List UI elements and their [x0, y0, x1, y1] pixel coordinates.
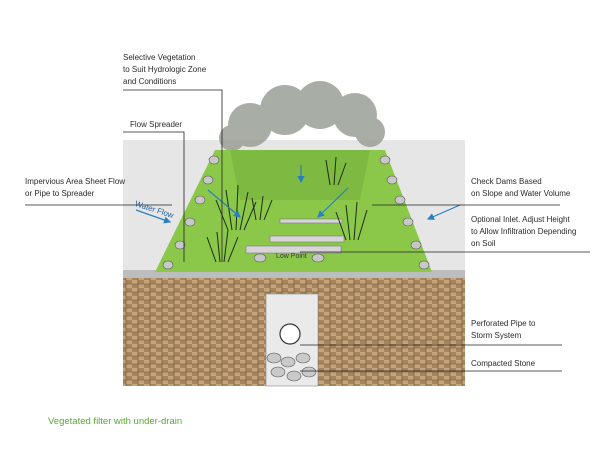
- check-dams: [245, 218, 345, 254]
- label-line: Optional Inlet. Adjust Height: [471, 215, 570, 224]
- label-line: and Conditions: [123, 77, 177, 86]
- label-selective-vegetation: Selective Vegetation to Suit Hydrologic …: [123, 52, 206, 88]
- perforated-pipe: [279, 323, 301, 345]
- figure-caption: Vegetated filter with under-drain: [48, 416, 183, 427]
- label-optional-inlet: Optional Inlet. Adjust Height to Allow I…: [471, 214, 576, 250]
- label-flow-spreader: Flow Spreader: [130, 120, 183, 129]
- label-check-dams: Check Dams Based on Slope and Water Volu…: [471, 176, 570, 200]
- label-line: Storm System: [471, 331, 522, 340]
- stone-edges: [162, 155, 430, 270]
- label-line: Check Dams Based: [471, 177, 542, 186]
- leader-lines: [25, 89, 590, 372]
- label-line: on Soil: [471, 239, 496, 248]
- label-line: to Suit Hydrologic Zone: [123, 65, 207, 74]
- label-line: Perforated Pipe to: [471, 319, 536, 328]
- grass-clumps: [206, 156, 368, 263]
- label-line: Impervious Area Sheet Flow: [25, 177, 126, 186]
- label-line: Selective Vegetation: [123, 53, 196, 62]
- label-compacted-stone: Compacted Stone: [471, 359, 536, 368]
- label-line: or Pipe to Spreader: [25, 189, 95, 198]
- compacted-stone: [266, 352, 317, 382]
- label-impervious-area: Impervious Area Sheet Flow or Pipe to Sp…: [25, 176, 125, 200]
- label-low-point: Low Point: [276, 253, 307, 260]
- label-line: on Slope and Water Volume: [471, 189, 571, 198]
- flow-arrows: [135, 165, 461, 224]
- label-perforated-pipe: Perforated Pipe to Storm System: [471, 318, 535, 342]
- tree-canopy: [219, 81, 385, 151]
- label-line: to Allow Infiltration Depending: [471, 227, 577, 236]
